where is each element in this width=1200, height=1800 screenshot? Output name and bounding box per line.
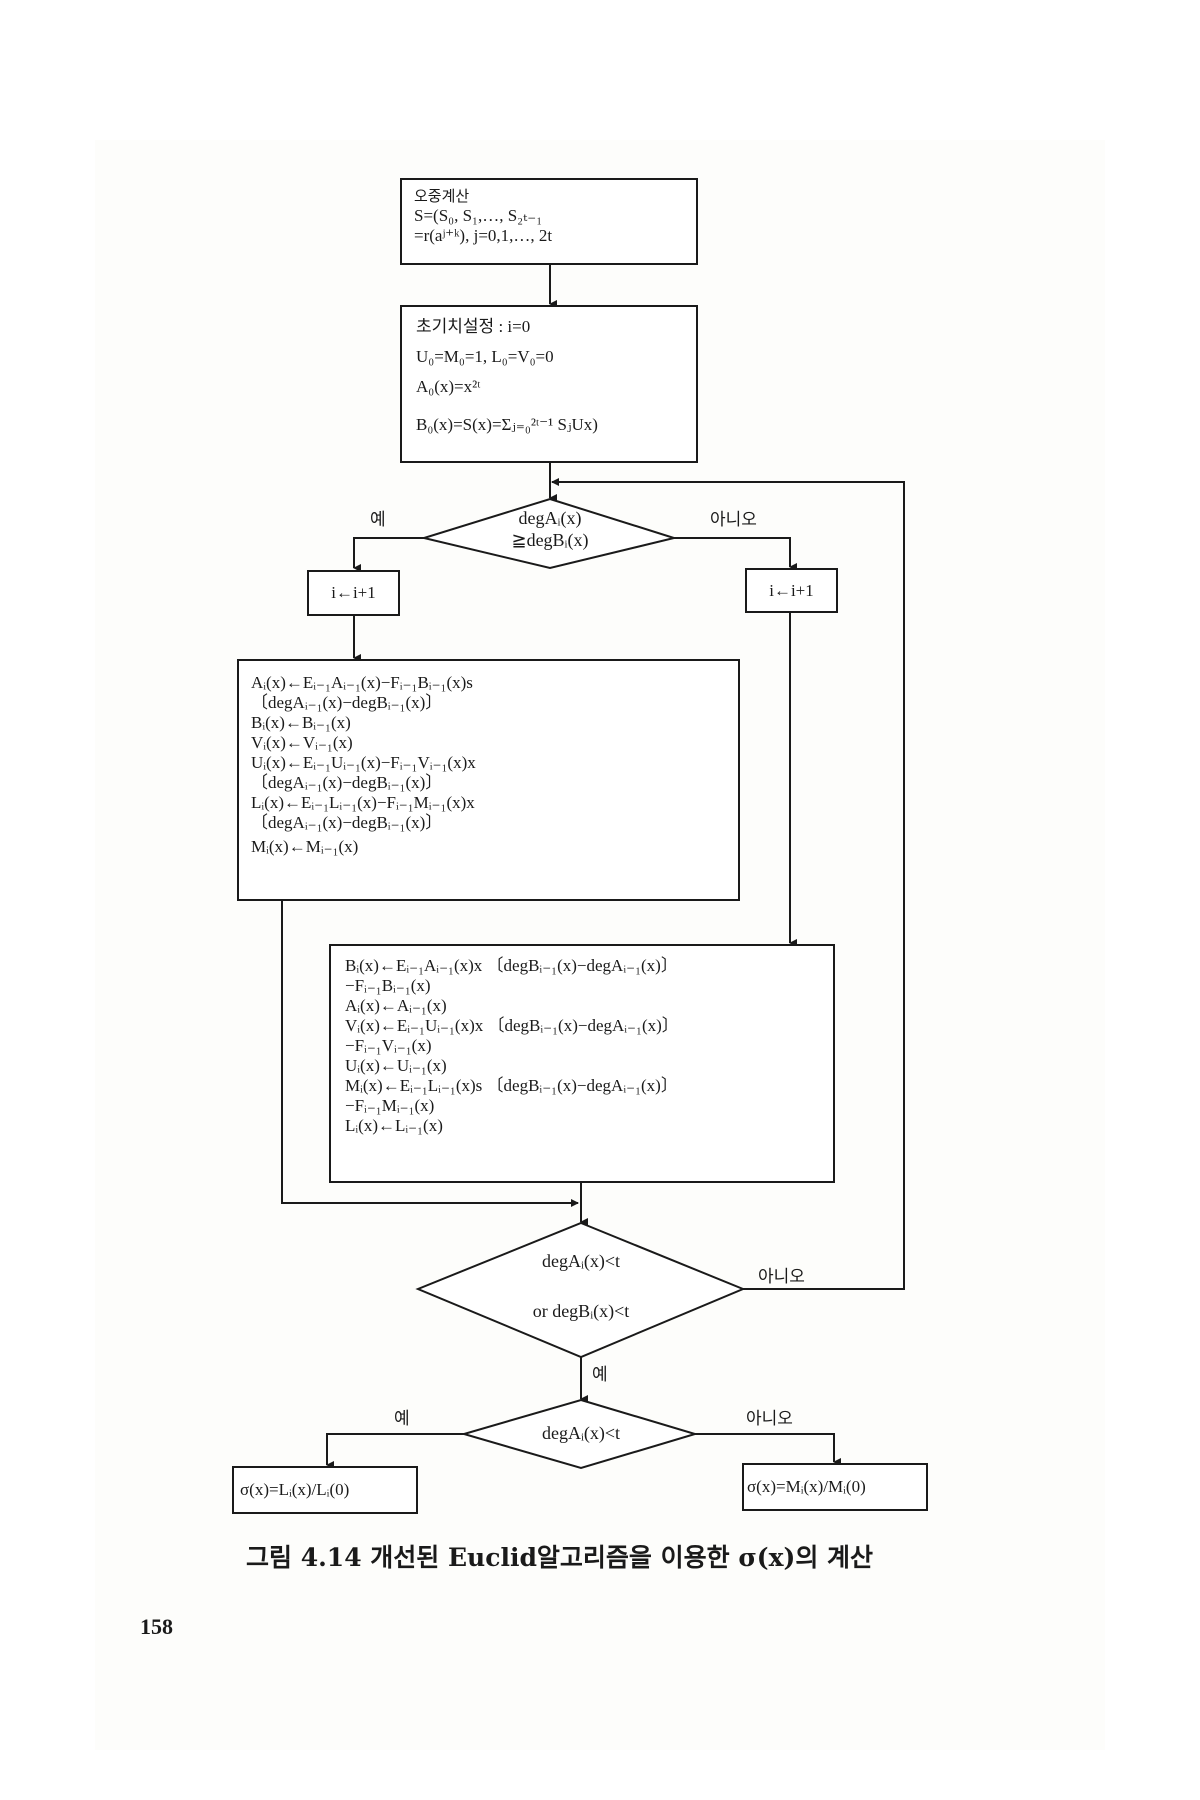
left-update-line: Bᵢ(x)←Bᵢ₋₁(x) (251, 713, 351, 732)
left-update-line: 〔degAᵢ₋₁(x)−degBᵢ₋₁(x)〕 (251, 773, 443, 792)
decision1-diamond (420, 497, 678, 570)
connector-left-update-to-merge (281, 900, 579, 1207)
decision3-yes-label: 예 (394, 1409, 410, 1429)
result-left-text: σ(x)=Lᵢ(x)/Lᵢ(0) (240, 1480, 350, 1499)
left-update-line: Uᵢ(x)←Eᵢ₋₁Uᵢ₋₁(x)−Fᵢ₋₁Vᵢ₋₁(x)x (251, 753, 476, 772)
right-update-line: −Fᵢ₋₁Mᵢ₋₁(x) (345, 1096, 435, 1115)
right-update-line: Uᵢ(x)←Uᵢ₋₁(x) (345, 1056, 447, 1075)
decision3-text: degAᵢ(x)<t (541, 1423, 621, 1443)
decision3-diamond (460, 1398, 699, 1470)
result-left-box: σ(x)=Lᵢ(x)/Lᵢ(0) (232, 1466, 418, 1514)
right-update-box: Bᵢ(x)←Eᵢ₋₁Aᵢ₋₁(x)x 〔degBᵢ₋₁(x)−degAᵢ₋₁(x… (329, 944, 835, 1183)
left-update-box: Aᵢ(x)←Eᵢ₋₁Aᵢ₋₁(x)−Fᵢ₋₁Bᵢ₋₁(x)s 〔degAᵢ₋₁(… (237, 659, 740, 901)
init-title: 초기치설정 : i=0 (416, 317, 531, 336)
connector-decision1-no (674, 537, 797, 571)
left-update-line: 〔degAᵢ₋₁(x)−degBᵢ₋₁(x)〕 (251, 813, 443, 832)
decision2-line2: or degBᵢ(x)<t (532, 1301, 630, 1321)
connector-decision1-yes (353, 537, 424, 572)
left-update-line: Mᵢ(x)←Mᵢ₋₁(x) (251, 837, 359, 856)
increment-right-text: i←i+1 (769, 581, 814, 600)
right-update-line: −Fᵢ₋₁Bᵢ₋₁(x) (345, 976, 431, 995)
decision1-yes-label: 예 (370, 510, 386, 530)
decision2-line1: degAᵢ(x)<t (541, 1251, 621, 1271)
left-update-line: Lᵢ(x)←Eᵢ₋₁Lᵢ₋₁(x)−Fᵢ₋₁Mᵢ₋₁(x)x (251, 793, 475, 812)
init-line-1: U₀=M₀=1, L₀=V₀=0 (416, 347, 554, 366)
init-line-3: B₀(x)=S(x)=Σⱼ₌₀²ᵗ⁻¹ SⱼUx) (416, 415, 598, 434)
decision1-no-label: 아니오 (710, 510, 757, 530)
decision2-yes-label: 예 (592, 1365, 608, 1385)
syndrome-box: 오중계산 S=(S₀, S₁,…, S₂ₜ₋₁ =r(aʲ⁺ᵏ), j=0,1,… (400, 178, 698, 265)
increment-left-box: i←i+1 (307, 570, 400, 616)
decision1-line1: degAᵢ(x) (518, 508, 582, 528)
init-box: 초기치설정 : i=0 U₀=M₀=1, L₀=V₀=0 A₀(x)=x²ᵗ B… (400, 305, 698, 463)
result-right-box: σ(x)=Mᵢ(x)/Mᵢ(0) (742, 1463, 928, 1511)
decision1-line2: ≧degBᵢ(x) (511, 530, 589, 550)
connector-decision3-no (695, 1433, 841, 1466)
syndrome-line-1: S=(S₀, S₁,…, S₂ₜ₋₁ (414, 206, 543, 225)
decision2-no-label: 아니오 (758, 1267, 805, 1287)
connector-decision3-yes (326, 1433, 464, 1469)
left-update-line: Vᵢ(x)←Vᵢ₋₁(x) (251, 733, 353, 752)
syndrome-title: 오중계산 (414, 187, 470, 205)
right-update-line: Aᵢ(x)←Aᵢ₋₁(x) (345, 996, 447, 1015)
increment-left-text: i←i+1 (331, 583, 376, 602)
right-update-line: Bᵢ(x)←Eᵢ₋₁Aᵢ₋₁(x)x 〔degBᵢ₋₁(x)−degAᵢ₋₁(x… (345, 956, 678, 975)
page-number: 158 (140, 1614, 173, 1639)
increment-right-box: i←i+1 (745, 568, 838, 613)
result-right-text: σ(x)=Mᵢ(x)/Mᵢ(0) (747, 1477, 866, 1496)
init-line-2: A₀(x)=x²ᵗ (416, 377, 481, 396)
figure-caption: 그림 4.14 개선된 Euclid알고리즘을 이용한 σ(x)의 계산 (246, 1543, 874, 1572)
syndrome-line-2: =r(aʲ⁺ᵏ), j=0,1,…, 2t (414, 226, 553, 245)
right-update-line: Vᵢ(x)←Eᵢ₋₁Uᵢ₋₁(x)x 〔degBᵢ₋₁(x)−degAᵢ₋₁(x… (345, 1016, 679, 1035)
right-update-line: Lᵢ(x)←Lᵢ₋₁(x) (345, 1116, 443, 1135)
right-update-line: Mᵢ(x)←Eᵢ₋₁Lᵢ₋₁(x)s 〔degBᵢ₋₁(x)−degAᵢ₋₁(x… (345, 1076, 678, 1095)
connector-loop-back (551, 478, 905, 1290)
decision2-diamond (415, 1221, 746, 1359)
decision3-no-label: 아니오 (746, 1409, 793, 1429)
left-update-line: 〔degAᵢ₋₁(x)−degBᵢ₋₁(x)〕 (251, 693, 443, 712)
left-update-line: Aᵢ(x)←Eᵢ₋₁Aᵢ₋₁(x)−Fᵢ₋₁Bᵢ₋₁(x)s (251, 673, 473, 692)
right-update-line: −Fᵢ₋₁Vᵢ₋₁(x) (345, 1036, 432, 1055)
